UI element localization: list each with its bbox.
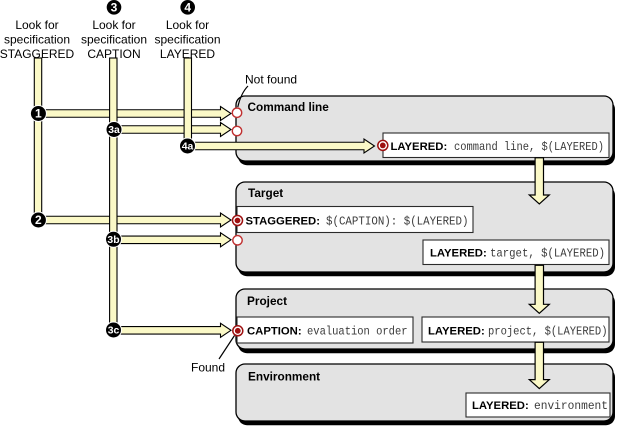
svg-text:2: 2: [35, 213, 42, 227]
svg-text:Environment: Environment: [248, 370, 320, 384]
svg-text:target, $(LAYERED): target, $(LAYERED): [490, 247, 605, 261]
svg-text:Project: Project: [247, 294, 287, 308]
svg-text:STAGGERED: STAGGERED: [0, 47, 75, 61]
svg-text:specification: specification: [81, 32, 147, 46]
svg-text:Command line: Command line: [248, 100, 330, 114]
svg-text:LAYERED:: LAYERED:: [428, 326, 485, 338]
svg-text:Not found: Not found: [245, 73, 297, 87]
svg-text:Found: Found: [191, 361, 225, 375]
svg-text:$(CAPTION): $(LAYERED): $(CAPTION): $(LAYERED): [326, 215, 469, 229]
svg-text:1: 1: [35, 107, 42, 121]
svg-text:Look for: Look for: [166, 18, 209, 32]
svg-text:LAYERED:: LAYERED:: [391, 141, 448, 153]
svg-text:Target: Target: [248, 186, 283, 200]
svg-text:Look for: Look for: [92, 18, 135, 32]
svg-text:4: 4: [184, 0, 191, 14]
svg-text:specification: specification: [4, 32, 70, 46]
svg-text:LAYERED:: LAYERED:: [472, 400, 529, 412]
svg-text:3a: 3a: [108, 125, 120, 136]
svg-text:4a: 4a: [182, 141, 194, 152]
svg-text:CAPTION: CAPTION: [87, 47, 140, 61]
svg-text:command line, $(LAYERED): command line, $(LAYERED): [454, 140, 604, 154]
svg-text:Look for: Look for: [15, 18, 58, 32]
svg-text:STAGGERED:: STAGGERED:: [246, 216, 320, 228]
svg-text:3b: 3b: [107, 235, 119, 246]
svg-text:LAYERED: LAYERED: [160, 47, 215, 61]
svg-text:evaluation order: evaluation order: [307, 325, 408, 339]
svg-text:environment: environment: [534, 399, 608, 413]
svg-text:CAPTION:: CAPTION:: [247, 326, 302, 338]
svg-text:3: 3: [111, 0, 118, 14]
svg-text:LAYERED:: LAYERED:: [430, 248, 487, 260]
svg-text:project, $(LAYERED): project, $(LAYERED): [488, 325, 608, 339]
svg-text:specification: specification: [154, 32, 220, 46]
svg-text:3c: 3c: [108, 326, 120, 337]
